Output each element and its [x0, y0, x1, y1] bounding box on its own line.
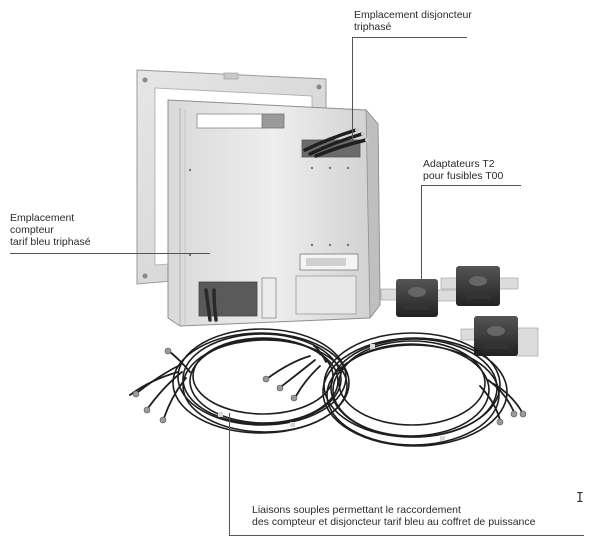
- cable-coils: [129, 328, 523, 447]
- breaker-leader-horizontal: [352, 37, 467, 38]
- meter-location-label: Emplacement compteur tarif bleu triphasé: [10, 212, 91, 248]
- breaker-location-label: Emplacement disjoncteur triphasé: [354, 9, 472, 33]
- cables-label: Liaisons souples permettant le raccordem…: [252, 504, 536, 528]
- cables-leader-vertical: [229, 413, 230, 535]
- breaker-leader-vertical: [352, 37, 353, 142]
- meter-leader-line: [10, 253, 210, 254]
- cable-ties: [218, 344, 445, 441]
- text-cursor-icon: I: [576, 491, 584, 506]
- enclosure-box: [167, 99, 381, 327]
- cable-lugs: [132, 347, 527, 426]
- adapters-leader-vertical: [421, 185, 422, 280]
- cables-leader-horizontal: [229, 535, 584, 536]
- adapters-label: Adaptateurs T2 pour fusibles T00: [423, 158, 504, 182]
- fuse-adapters: [380, 266, 539, 357]
- adapters-leader-horizontal: [421, 185, 521, 186]
